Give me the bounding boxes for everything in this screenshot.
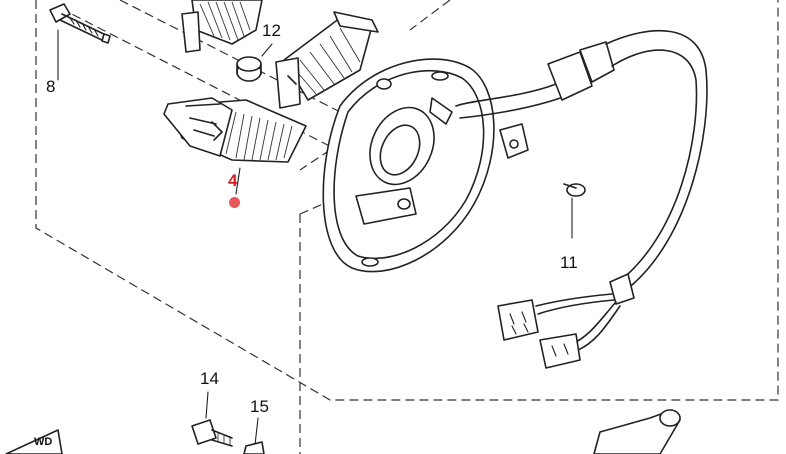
front-direction-arrow [5,429,63,454]
callout-12[interactable]: 12 [262,21,281,40]
wire-harness[interactable] [455,29,708,369]
stator-base-plate[interactable] [322,58,495,273]
wire-clamp[interactable] [499,123,529,159]
callout-15[interactable]: 15 [250,397,269,416]
callout-14[interactable]: 14 [200,369,219,388]
callout-11[interactable]: 11 [560,253,578,272]
lower-right-component[interactable] [593,409,681,454]
middle-coil[interactable] [275,11,379,109]
highlight-marker [229,197,240,208]
bolt-part-8[interactable] [49,3,111,81]
direction-arrow-label: WD [34,436,53,448]
collar-part-12[interactable] [236,43,273,82]
coil-part-4[interactable] [163,97,307,195]
part-15-leader [243,417,265,454]
bolt-part-14[interactable] [191,391,233,447]
screw-part-11[interactable] [563,183,586,239]
callout-4[interactable]: 4 [228,171,238,190]
callout-8[interactable]: 8 [46,77,56,96]
upper-coil[interactable] [181,0,263,53]
